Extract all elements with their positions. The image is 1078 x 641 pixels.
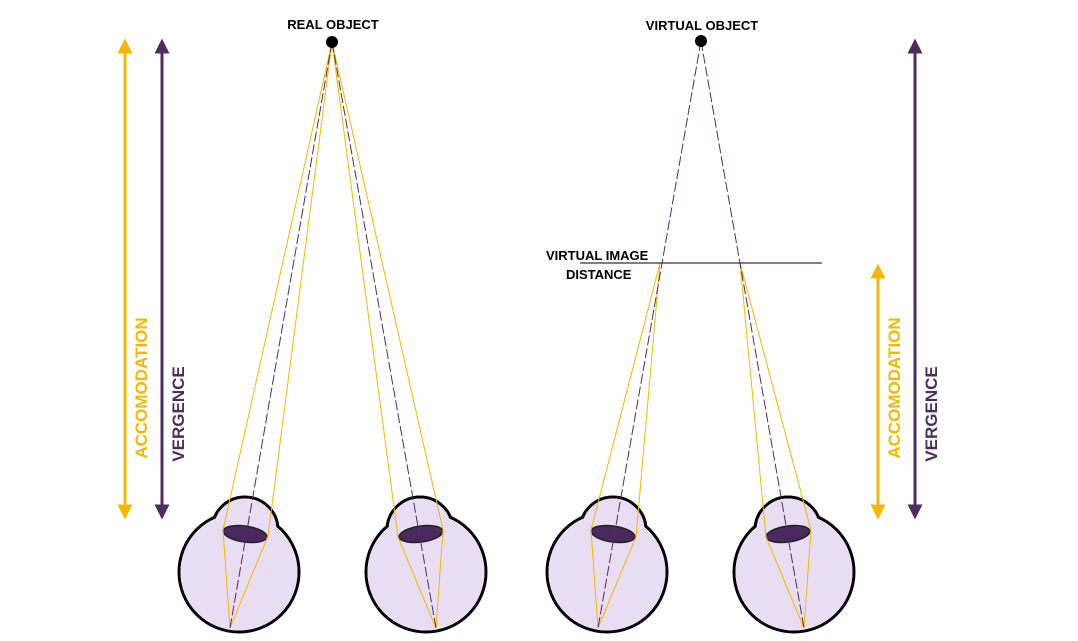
eye-4 <box>732 495 856 634</box>
accommodation-label-left: ACCOMODATION <box>132 317 151 458</box>
virtual-object-rays <box>590 40 812 629</box>
virtual-object-point <box>695 35 707 47</box>
real-object-point <box>326 36 338 48</box>
virtual-object-label: VIRTUAL OBJECT <box>646 18 758 33</box>
eyes <box>177 495 856 634</box>
eye-3 <box>545 495 669 634</box>
vergence-label-left: VERGENCE <box>169 366 188 461</box>
accommodation-label-right: ACCOMODATION <box>885 317 904 458</box>
real-object-label: REAL OBJECT <box>287 17 379 32</box>
eye-2 <box>364 495 488 634</box>
virtual-image-label-2: DISTANCE <box>566 267 632 282</box>
eye-1 <box>177 495 301 634</box>
vergence-label-right: VERGENCE <box>922 366 941 461</box>
real-object-rays <box>222 41 444 629</box>
virtual-image-label-1: VIRTUAL IMAGE <box>546 248 649 263</box>
